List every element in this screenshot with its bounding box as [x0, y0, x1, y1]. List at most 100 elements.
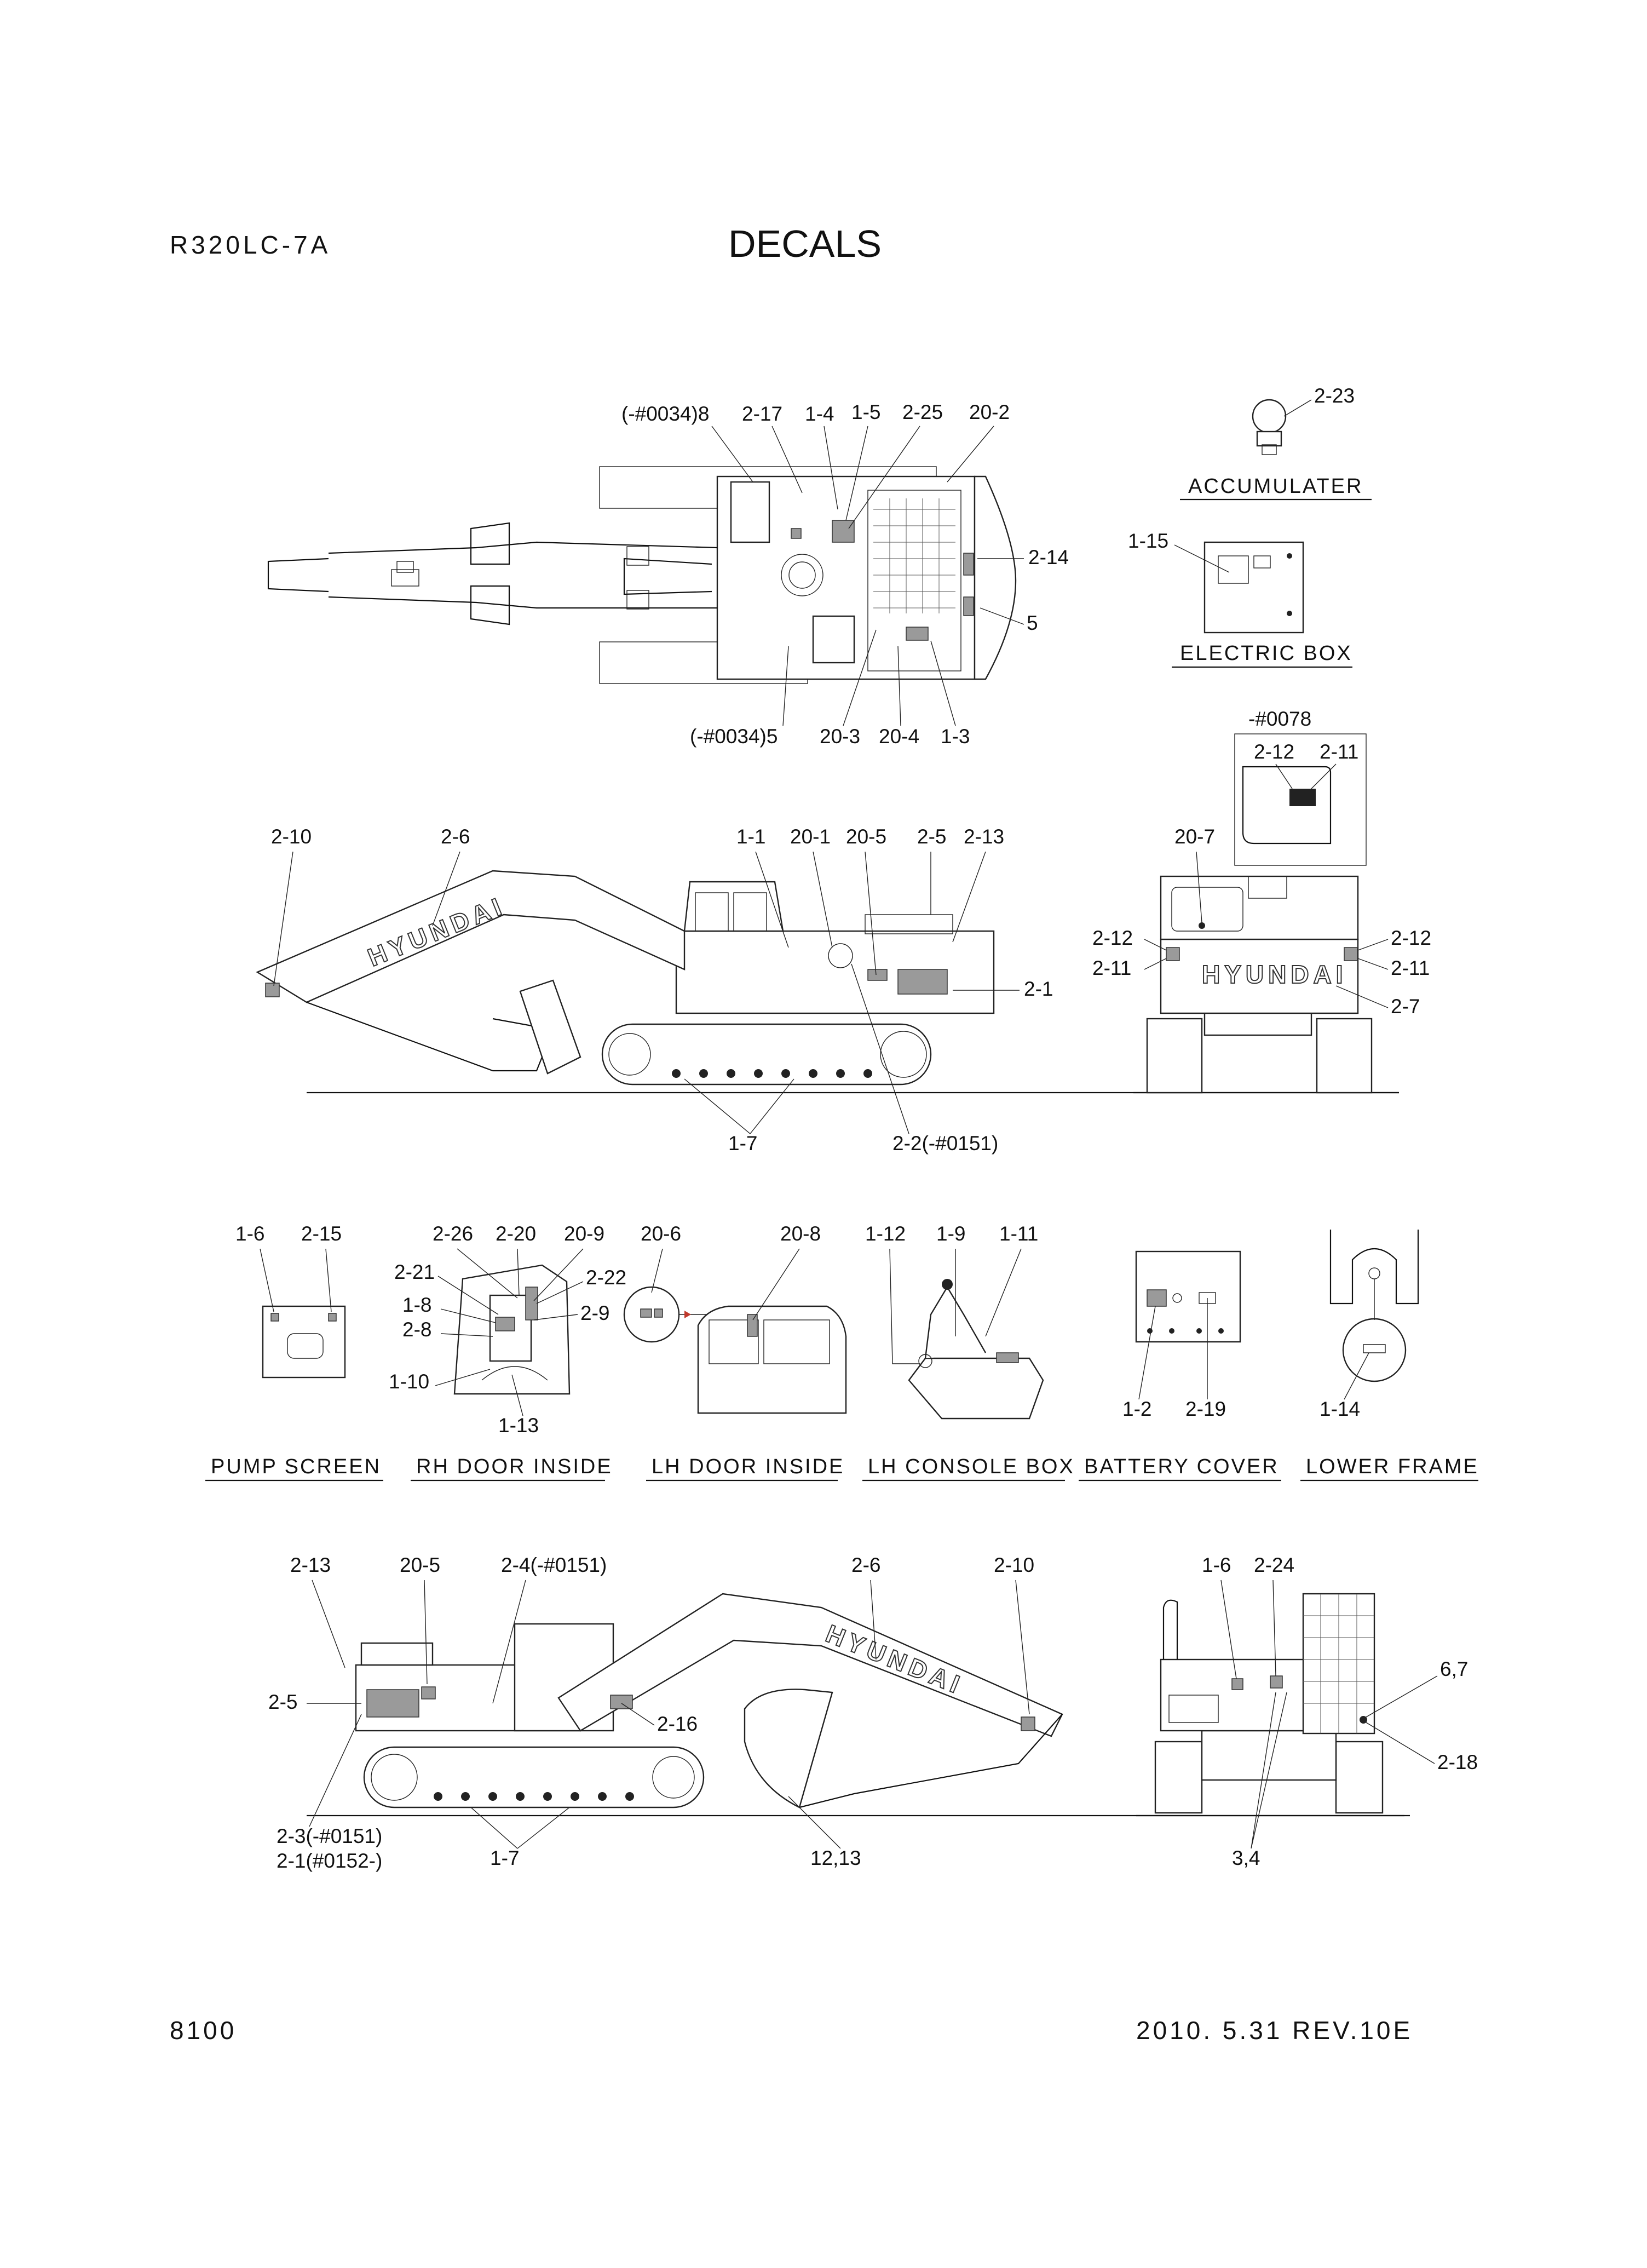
callout: 20-3: [820, 725, 860, 748]
callout: 2-7: [1391, 995, 1420, 1018]
callout: 2-1: [1024, 978, 1053, 1000]
serial-inset: -#0078 2-12 2-11: [1234, 708, 1367, 866]
callout: 20-1: [790, 825, 831, 848]
rh-door-label: RH DOOR INSIDE: [416, 1455, 613, 1478]
revision-date: 2010. 5.31 REV.10E: [1136, 2016, 1413, 2045]
callout: 2-11: [1320, 740, 1358, 763]
callout: 2-26: [433, 1222, 473, 1245]
callout: 1-4: [805, 403, 834, 425]
electric-box: 1-15 ELECTRIC BOX: [1128, 530, 1352, 668]
callout: 2-5: [917, 825, 946, 848]
callout: 2-14: [1028, 546, 1069, 569]
callout: 2-16: [657, 1713, 698, 1735]
callout: 2-10: [994, 1554, 1034, 1576]
callout: 20-6: [641, 1222, 681, 1245]
callout: 2-20: [496, 1222, 536, 1245]
callout: 20-9: [564, 1222, 604, 1245]
logo: HYUNDAI: [822, 1619, 968, 1700]
top-view-callouts: (-#0034)8 2-17 1-4 1-5 2-25 20-2 2-14 5 …: [621, 401, 1069, 748]
lh-door-inside: 20-6 20-8 LH DOOR INSIDE: [623, 1222, 847, 1482]
callout: 20-5: [846, 825, 886, 848]
rh-door-inside: 2-26 2-20 20-9 2-21 2-22 1-8 2-9 2-8 1-1…: [389, 1222, 626, 1482]
logo: HYUNDAI: [1202, 960, 1347, 989]
callout: 2-18: [1437, 1751, 1478, 1773]
callout: 2-1(#0152-): [277, 1850, 382, 1872]
callout: 2-24: [1254, 1554, 1294, 1576]
callout: 6,7: [1440, 1658, 1468, 1680]
callout: 5: [1027, 612, 1038, 634]
callout: 1-15: [1128, 530, 1168, 552]
callout: 1-6: [1202, 1554, 1231, 1576]
callout: 20-8: [780, 1222, 821, 1245]
callout: 2-5: [268, 1691, 297, 1713]
callout: 1-8: [402, 1294, 431, 1316]
page-number: 8100: [170, 2016, 237, 2045]
callout: 2-17: [742, 403, 782, 425]
callout: 1-9: [936, 1222, 965, 1245]
callout: 2-8: [402, 1318, 431, 1341]
callout: 1-1: [736, 825, 765, 848]
model-number: R320LC-7A: [170, 231, 331, 259]
lower-frame: 1-14 LOWER FRAME: [1300, 1230, 1479, 1482]
rear-callouts: 20-7 2-12 2-12 2-11 2-11 2-7: [1092, 825, 1431, 1018]
callout: 2-13: [290, 1554, 331, 1576]
callout: 20-2: [969, 401, 1010, 423]
callout: 1-6: [235, 1222, 264, 1245]
right-side-callouts: 2-13 20-5 2-4(-#0151) 2-6 2-10 2-5 2-16 …: [268, 1554, 1034, 1872]
battery-cover: 1-2 2-19 BATTERY COVER: [1079, 1250, 1281, 1482]
callout: 3,4: [1232, 1847, 1260, 1869]
accumulator-label: ACCUMULATER: [1188, 475, 1363, 498]
callout: 2-25: [902, 401, 943, 423]
electric-box-label: ELECTRIC BOX: [1180, 642, 1352, 665]
callout: 1-2: [1122, 1398, 1151, 1420]
callout: 12,13: [810, 1847, 861, 1869]
left-side-view: HYUNDAI: [256, 870, 1399, 1094]
callout: 2-4(-#0151): [501, 1554, 607, 1576]
rear-view: HYUNDAI: [1133, 875, 1399, 1094]
callout: 1-14: [1320, 1398, 1360, 1420]
top-view: [267, 466, 1017, 684]
accumulator: 2-23 ACCUMULATER: [1180, 384, 1372, 501]
callout: 2-12: [1254, 740, 1294, 763]
track-rollers: [434, 1792, 634, 1801]
callout: (-#0034)5: [690, 725, 778, 748]
callout: (-#0034)8: [621, 403, 709, 425]
callout: 2-23: [1314, 384, 1355, 407]
callout: 2-12: [1092, 927, 1133, 949]
page-title: DECALS: [728, 222, 882, 265]
callout: 1-10: [389, 1370, 429, 1393]
top-grille: [873, 498, 955, 613]
callout: 1-3: [941, 725, 970, 748]
battery-cover-label: BATTERY COVER: [1084, 1455, 1279, 1478]
callout: 20-4: [879, 725, 919, 748]
callout: 1-7: [728, 1132, 757, 1155]
callout: 2-13: [964, 825, 1004, 848]
console-box-label: LH CONSOLE BOX: [868, 1455, 1075, 1478]
left-side-callouts: 2-10 2-6 1-1 20-1 20-5 2-5 2-13 2-1 1-7 …: [271, 825, 1053, 1155]
callout: 2-9: [580, 1302, 609, 1324]
front-guard-grid: [1303, 1594, 1374, 1733]
callout: 2-21: [394, 1261, 435, 1283]
track-rollers: [672, 1069, 872, 1078]
lh-door-label: LH DOOR INSIDE: [652, 1455, 844, 1478]
callout: 2-3(-#0151): [277, 1825, 382, 1847]
callout: 1-5: [851, 401, 880, 423]
callout: 2-12: [1391, 927, 1431, 949]
callout: 2-15: [301, 1222, 342, 1245]
callout: 2-6: [441, 825, 470, 848]
callout: 2-11: [1092, 957, 1131, 979]
callout: 1-11: [999, 1222, 1038, 1245]
callout: 2-10: [271, 825, 312, 848]
callout: 2-19: [1185, 1398, 1226, 1420]
callout: 20-7: [1174, 825, 1215, 848]
callout: 2-2(-#0151): [892, 1132, 998, 1155]
callout: 2-6: [851, 1554, 880, 1576]
inset-label: -#0078: [1248, 708, 1311, 730]
callout: 20-5: [400, 1554, 440, 1576]
callout: 1-7: [490, 1847, 519, 1869]
callout: 1-13: [498, 1414, 539, 1437]
lower-frame-label: LOWER FRAME: [1306, 1455, 1479, 1478]
callout: 2-22: [586, 1266, 626, 1289]
callout: 2-11: [1391, 957, 1430, 979]
